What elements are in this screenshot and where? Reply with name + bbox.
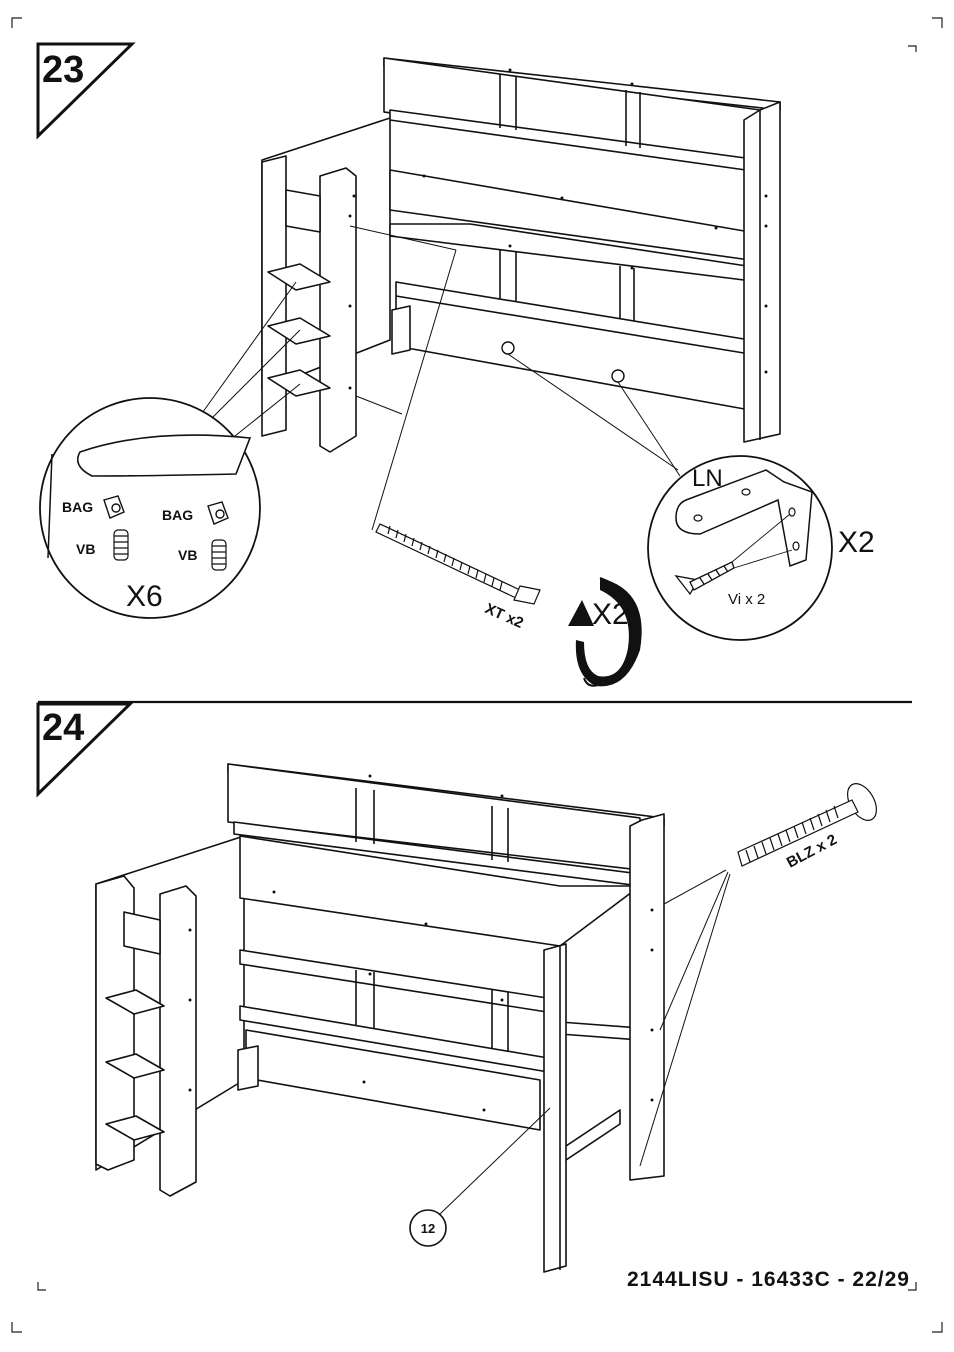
step-23-leader-lines [199, 225, 681, 531]
step-24-bed-frame [95, 763, 665, 1273]
bracket-count: X2 [838, 526, 875, 559]
step-23-badge: 23 [36, 42, 136, 140]
bag-label-right: BAG [162, 507, 193, 523]
part-callout-number: 12 [421, 1221, 435, 1236]
hardware-count: X6 [126, 580, 163, 613]
part-callout: 12 [409, 1209, 447, 1247]
hardware-detail-circle: BAG BAG VB VB X6 [39, 397, 261, 619]
step-24-dowel-dots [188, 774, 654, 1112]
vb-label-right: VB [178, 547, 197, 563]
step-24-number: 24 [42, 707, 84, 749]
rotate-arrow-icon [568, 577, 642, 687]
screw-icon [674, 561, 735, 596]
bag-label-left: BAG [62, 499, 93, 515]
cam-fitting-icon [103, 495, 229, 525]
bolt-icon [737, 783, 878, 867]
threaded-rod-icon [375, 523, 541, 605]
step-23-dowel-dots [348, 68, 768, 390]
rotate-count: X2 [592, 598, 629, 631]
step-23-bed-frame [261, 57, 781, 453]
bracket-detail-circle: LN Vi x 2 [647, 455, 833, 641]
vb-label-left: VB [76, 541, 95, 557]
bracket-label: LN [692, 465, 723, 492]
rod-label: XT x2 [482, 600, 525, 632]
document-reference: 2144LISU - 16433C - 22/29 [627, 1268, 910, 1291]
step-23-number: 23 [42, 49, 84, 91]
step-24-badge: 24 [36, 702, 134, 798]
dowel-screw-icon [113, 529, 227, 571]
screw-label: Vi x 2 [728, 591, 765, 608]
crop-marks [11, 17, 943, 1333]
step-24-leader-lines [439, 869, 731, 1215]
